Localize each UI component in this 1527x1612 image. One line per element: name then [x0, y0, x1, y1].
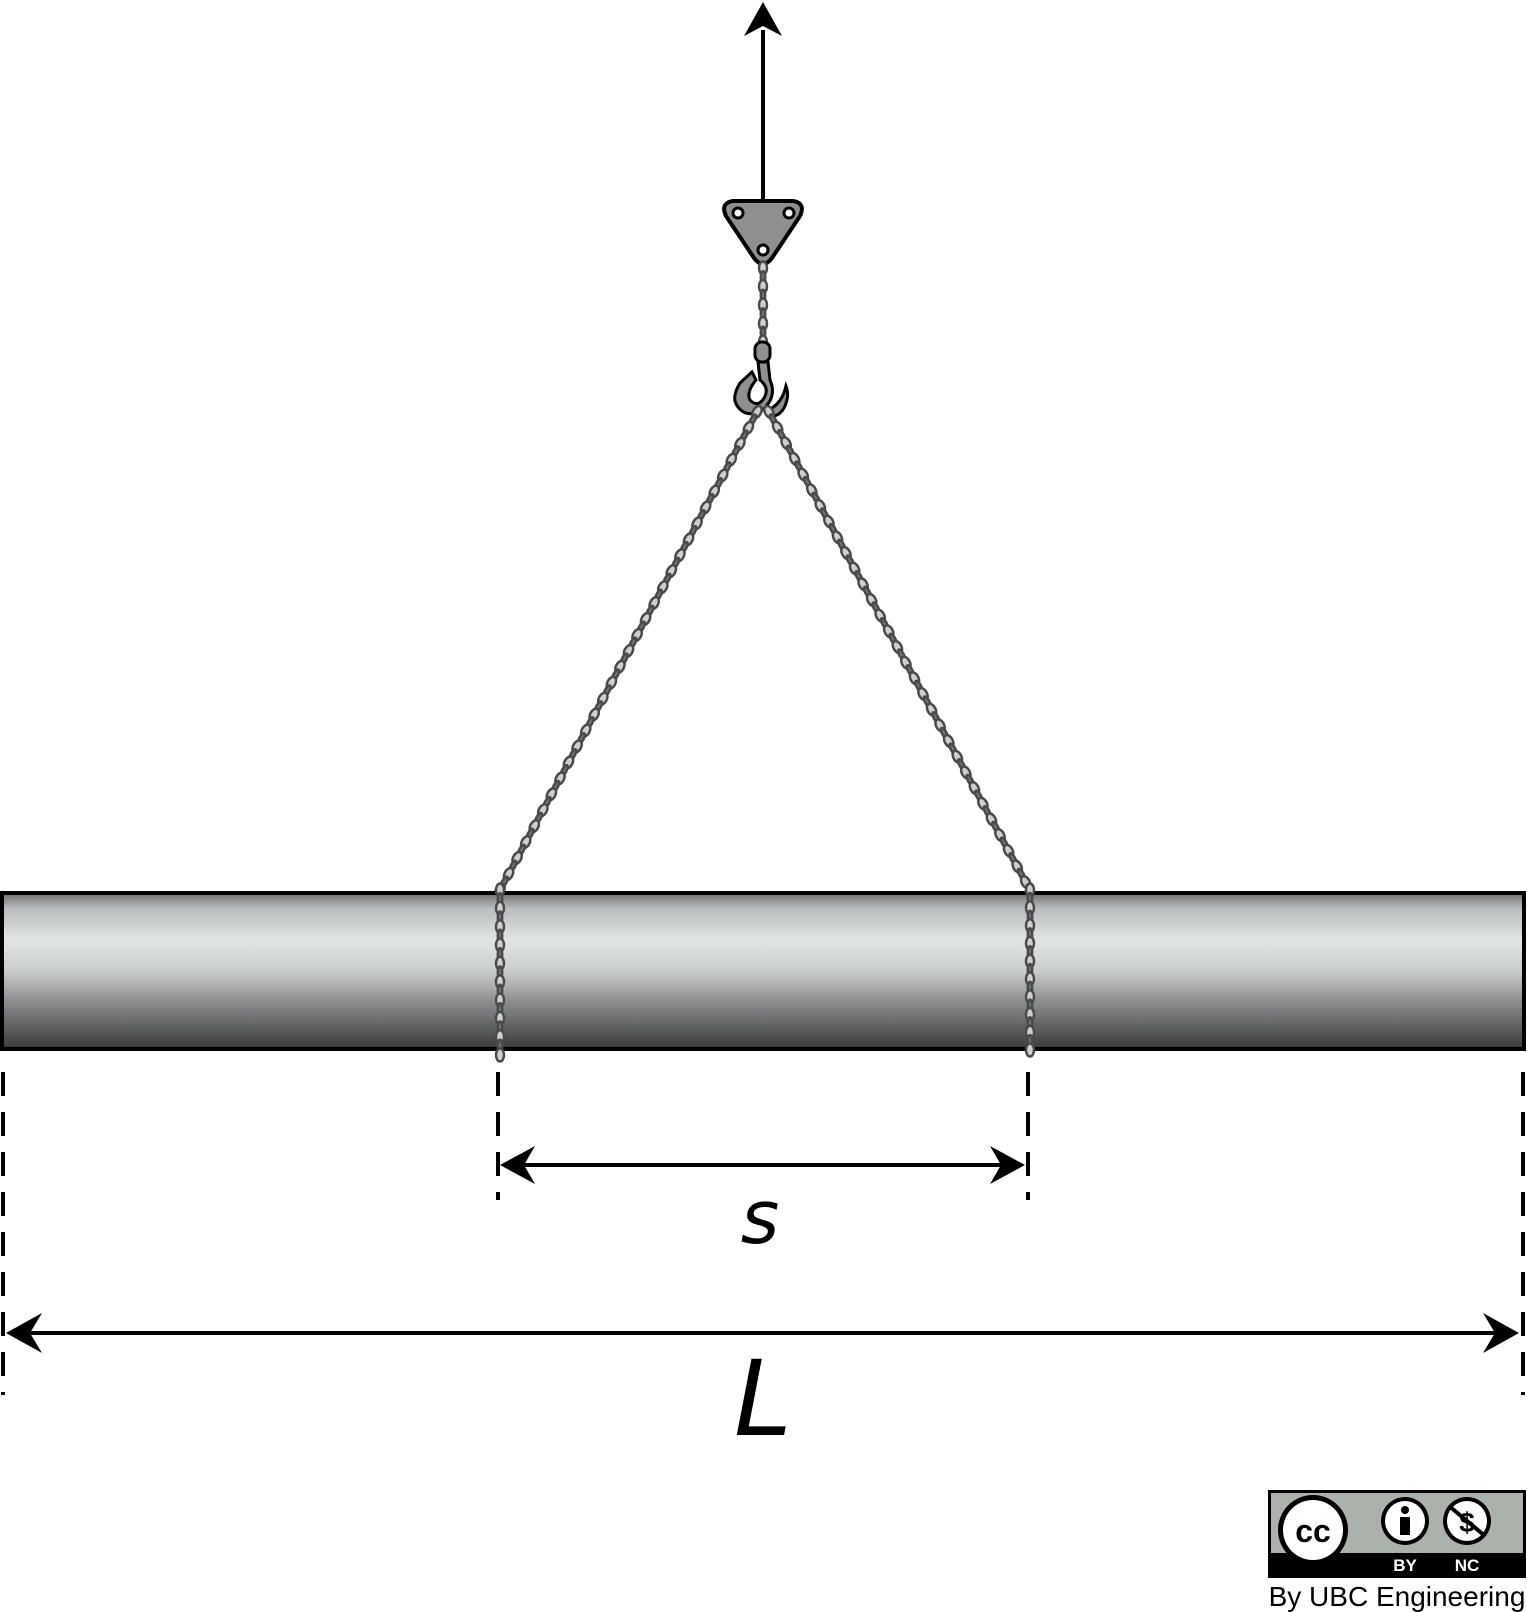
top-chain [757, 260, 769, 350]
attribution-icon [1381, 1497, 1429, 1545]
beam [0, 891, 1526, 1051]
dimension-extension-lines [1, 1072, 1525, 1395]
nc-label: NC [1455, 1556, 1480, 1575]
credit-text: By UBC Engineering [1269, 1581, 1526, 1612]
spacing-dimension [500, 1146, 1025, 1184]
left-wrap-chain [494, 882, 506, 1063]
right-sling-chain [763, 404, 1035, 897]
crane-hook-icon [733, 340, 790, 418]
cc-icon: cc [1278, 1495, 1348, 1565]
spacing-label: s [741, 1175, 780, 1261]
chain-link [494, 1047, 506, 1063]
license-badge: cc $ BY NC [1268, 1490, 1526, 1578]
chain-link [1024, 1042, 1036, 1058]
lift-force-arrow [744, 2, 782, 200]
left-sling-chain [494, 404, 763, 898]
lifting-plate-icon [722, 199, 804, 266]
length-dimension [6, 1313, 1519, 1353]
length-label: L [734, 1338, 792, 1460]
noncommercial-icon: $ [1443, 1497, 1491, 1545]
by-label: BY [1393, 1556, 1417, 1575]
right-wrap-chain [1024, 882, 1036, 1058]
svg-text:cc: cc [1295, 1513, 1331, 1549]
